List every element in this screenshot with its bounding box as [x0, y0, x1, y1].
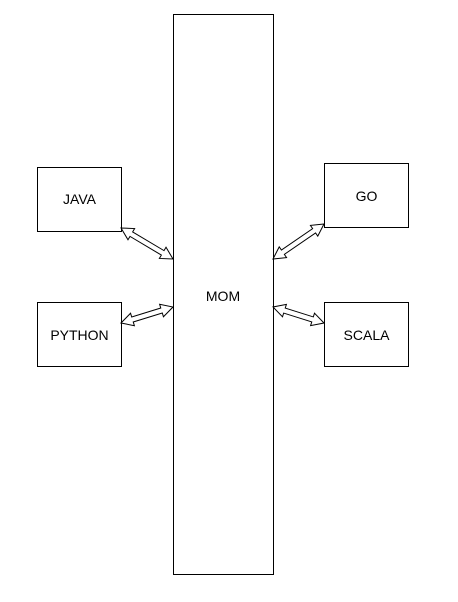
- node-python-label: PYTHON: [50, 327, 108, 343]
- node-python-box: [37, 302, 122, 367]
- node-scala-box: [324, 302, 409, 367]
- arrow-scala-mom: [271, 303, 326, 327]
- node-go-box: [324, 163, 409, 228]
- node-python: PYTHON: [37, 302, 122, 367]
- arrow-python-mom: [119, 303, 175, 327]
- node-java-box: [37, 167, 122, 232]
- node-java: JAVA: [37, 167, 122, 232]
- node-scala-label: SCALA: [344, 327, 391, 343]
- node-go-label: GO: [356, 188, 378, 204]
- arrow-java-mom: [120, 227, 174, 260]
- arrow-go-mom: [272, 223, 325, 260]
- node-mom-label: MOM: [206, 288, 240, 304]
- node-java-label: JAVA: [63, 191, 97, 207]
- node-scala: SCALA: [324, 302, 409, 367]
- node-mom-box: [173, 14, 274, 575]
- node-mom: MOM: [173, 14, 274, 575]
- node-go: GO: [324, 163, 409, 228]
- connection-arrows: [119, 223, 326, 327]
